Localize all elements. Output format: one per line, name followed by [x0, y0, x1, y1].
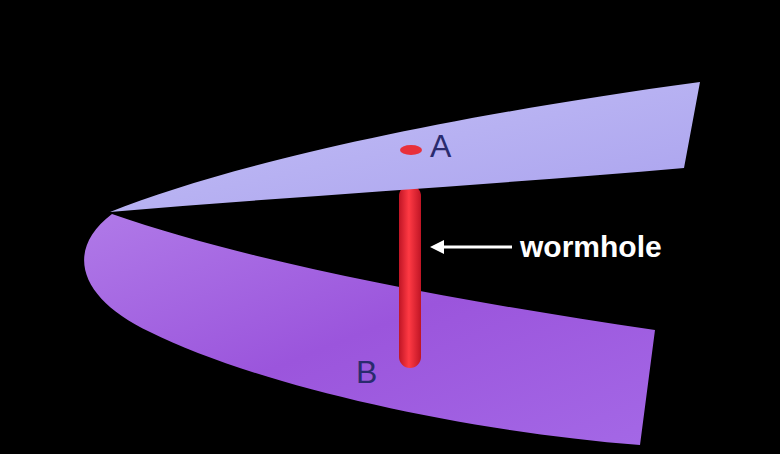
- upper-sheet: [110, 82, 700, 212]
- point-label: B: [356, 356, 377, 388]
- wormhole-label: wormhole: [520, 232, 662, 262]
- pointer-arrow: [430, 240, 512, 254]
- point-a: [400, 145, 422, 155]
- pointer-head: [430, 240, 444, 254]
- wormhole-tube: [399, 185, 421, 368]
- point-label: A: [430, 130, 451, 162]
- pointer-line: [440, 246, 512, 249]
